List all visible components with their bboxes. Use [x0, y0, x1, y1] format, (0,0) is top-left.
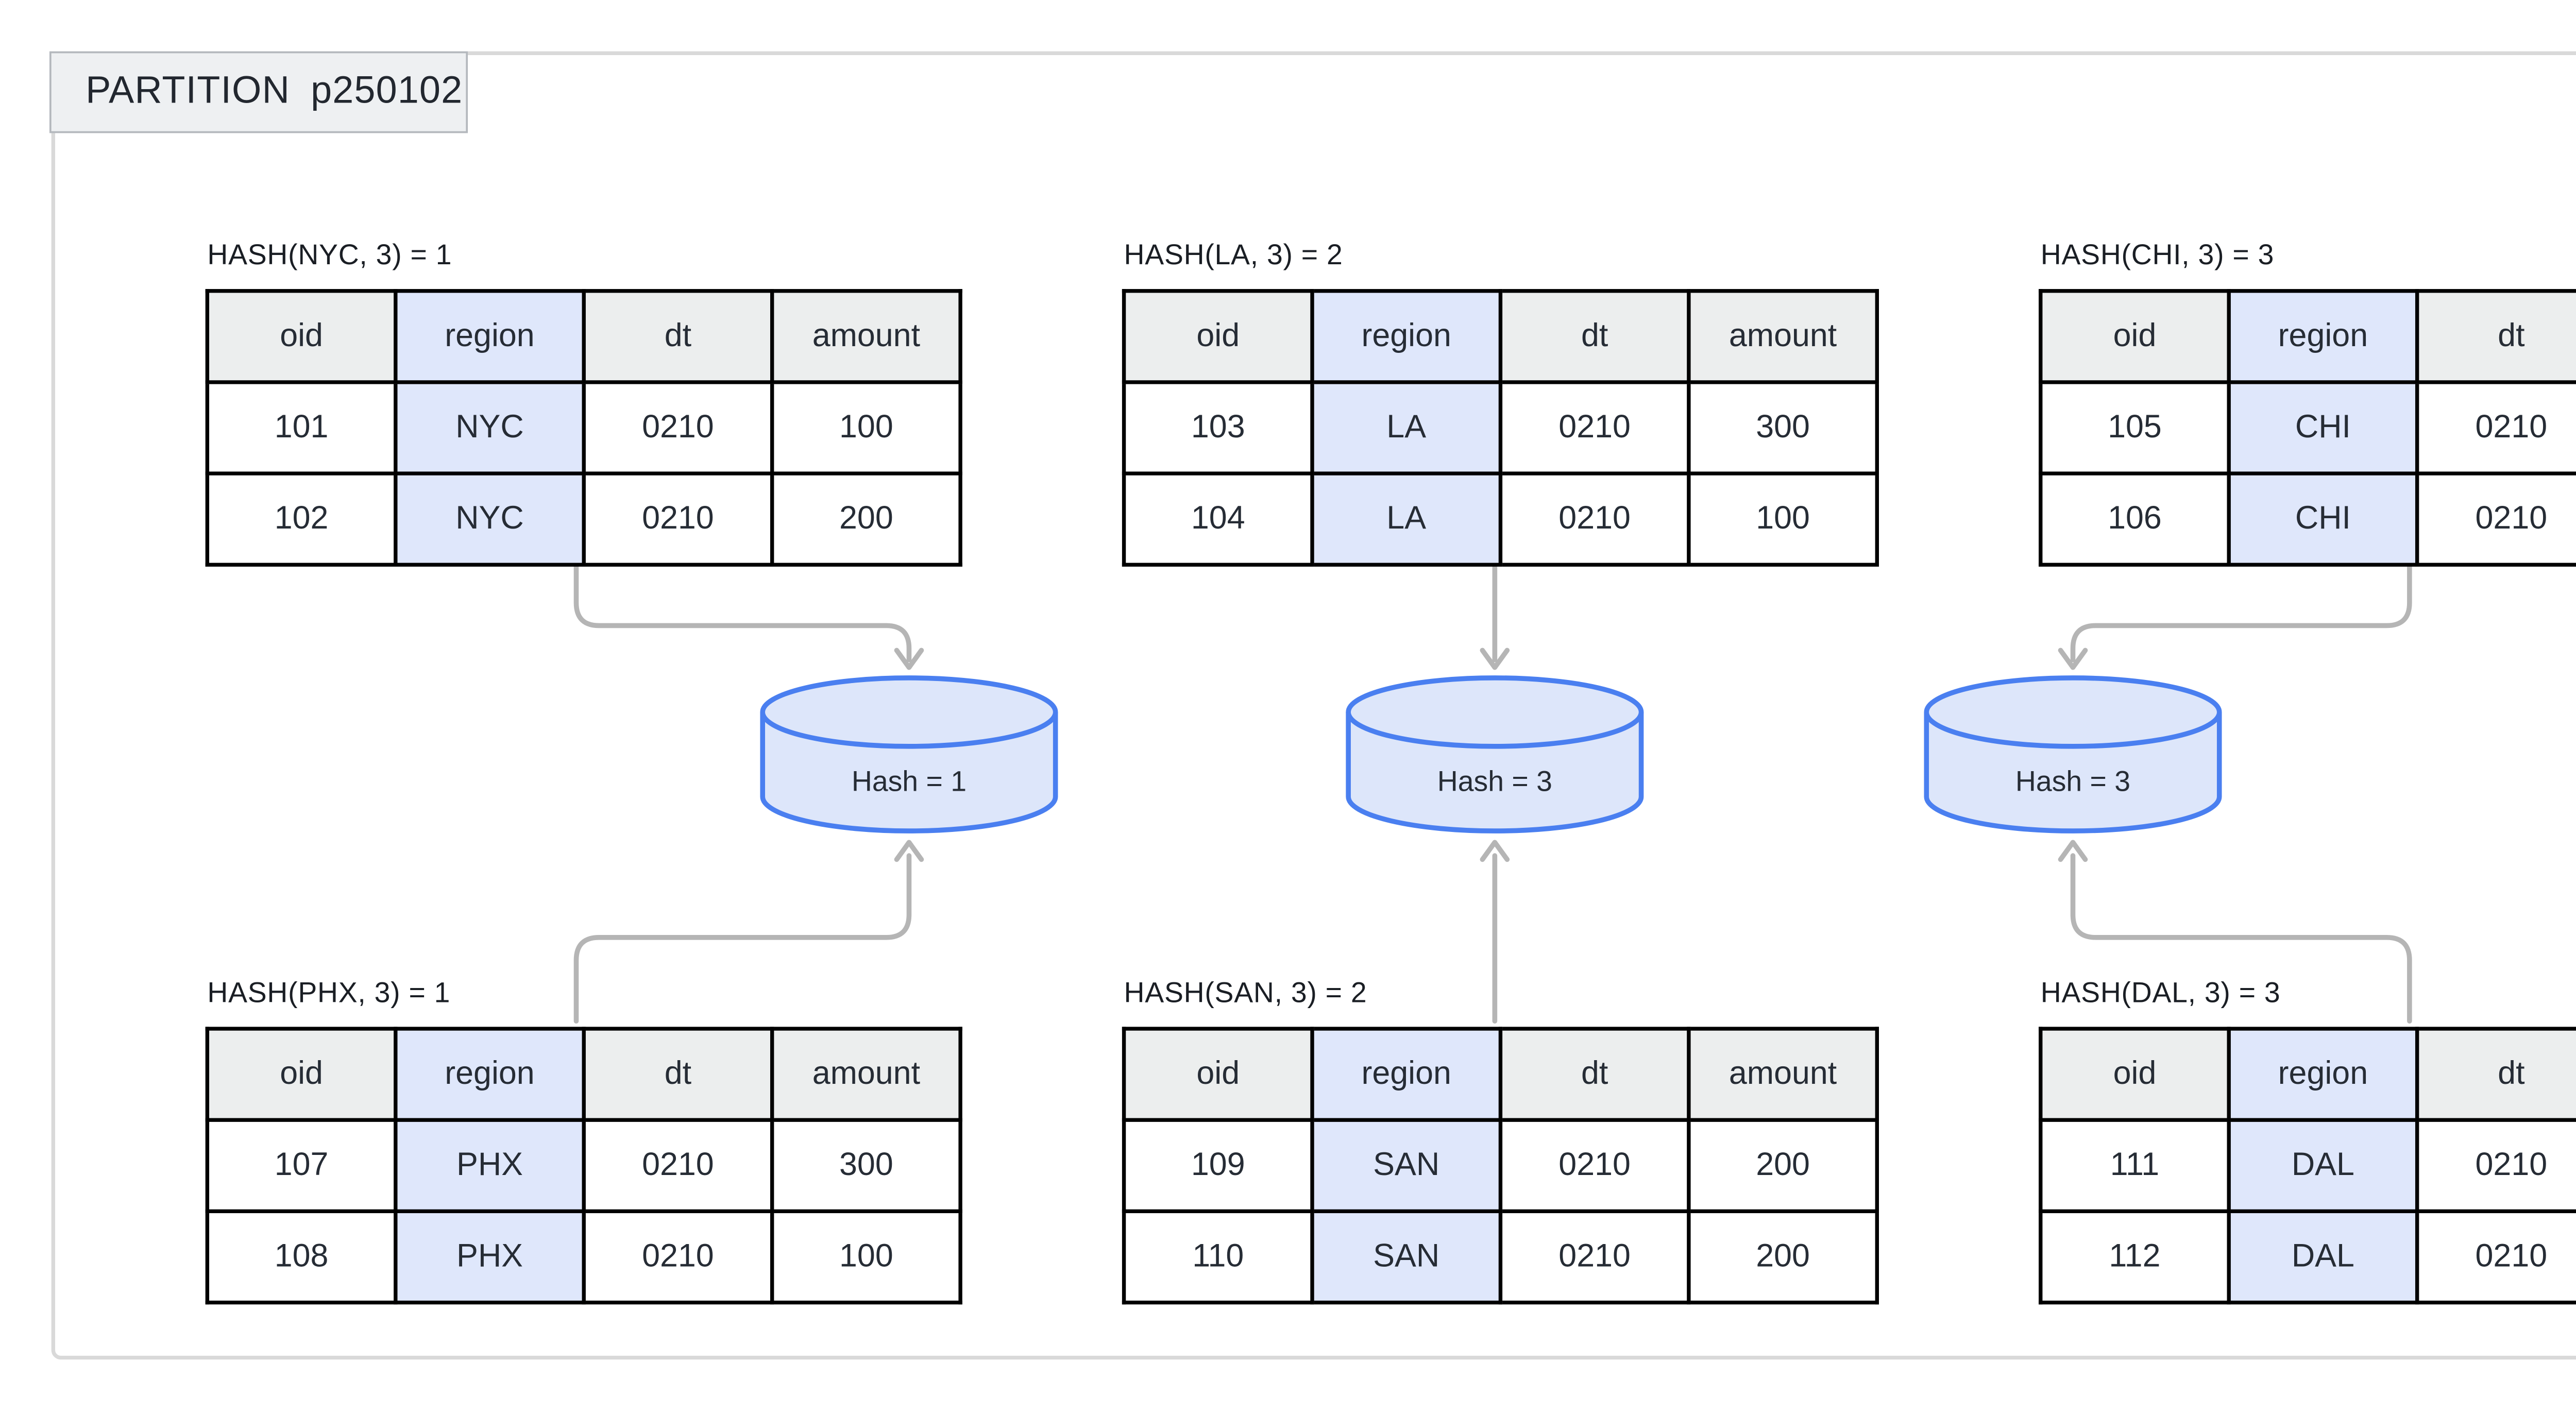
flow-arrow-chi	[2058, 554, 2412, 670]
hash-formula-label-phx: HASH(PHX, 3) = 1	[207, 977, 451, 1010]
table-cell: CHI	[2227, 471, 2419, 567]
table-cell: 200	[1687, 1209, 1879, 1305]
column-header-cell: oid	[1122, 1027, 1314, 1122]
table-cell: 0210	[2415, 1209, 2576, 1305]
column-header-cell: region	[394, 289, 586, 384]
hash-table-la: oid region dt amount 103 LA 0210 300 104…	[1122, 289, 1879, 567]
table-cell: 102	[205, 471, 398, 567]
column-header-cell: amount	[1687, 289, 1879, 384]
table-cell: 300	[1687, 380, 1879, 475]
column-header-cell: region	[394, 1027, 586, 1122]
table-cell: 0210	[2415, 380, 2576, 475]
table-cell: 0210	[1498, 1118, 1691, 1214]
table-cell: 0210	[1498, 1209, 1691, 1305]
table-cell: SAN	[1310, 1118, 1503, 1214]
table-cell: 108	[205, 1209, 398, 1305]
database-cylinder-icon-hash2	[1346, 675, 1644, 833]
table-cell: PHX	[394, 1118, 586, 1214]
cylinder-label-1: Hash = 1	[851, 766, 967, 799]
column-header-cell: dt	[1498, 1027, 1691, 1122]
table-cell: 104	[1122, 471, 1314, 567]
table-cell: 103	[1122, 380, 1314, 475]
table-cell: 0210	[2415, 1118, 2576, 1214]
table-cell: CHI	[2227, 380, 2419, 475]
column-header-cell: dt	[1498, 289, 1691, 384]
table-cell: 105	[2039, 380, 2231, 475]
hash-formula-label-chi: HASH(CHI, 3) = 3	[2040, 240, 2275, 272]
table-cell: 0210	[582, 1209, 774, 1305]
hash-table-chi: oid region dt amount 105 CHI 0210 200 10…	[2039, 289, 2576, 567]
cylinder-label-2: Hash = 3	[1437, 766, 1552, 799]
database-cylinder-icon-hash1	[760, 675, 1058, 833]
flow-arrow-phx	[573, 840, 924, 1024]
column-header-cell: region	[2227, 289, 2419, 384]
column-header-cell: region	[2227, 1027, 2419, 1122]
table-cell: 300	[770, 1118, 962, 1214]
table-cell: 107	[205, 1118, 398, 1214]
table-cell: 0210	[582, 471, 774, 567]
column-header-cell: amount	[1687, 1027, 1879, 1122]
table-cell: 106	[2039, 471, 2231, 567]
table-cell: 0210	[582, 380, 774, 475]
table-cell: 0210	[582, 1118, 774, 1214]
hash-table-phx: oid region dt amount 107 PHX 0210 300 10…	[205, 1027, 962, 1305]
column-header-cell: oid	[1122, 289, 1314, 384]
column-header-cell: dt	[2415, 1027, 2576, 1122]
hash-formula-label-nyc: HASH(NYC, 3) = 1	[207, 240, 452, 272]
flow-arrow-san	[1480, 840, 1510, 1024]
hash-formula-label-dal: HASH(DAL, 3) = 3	[2040, 977, 2281, 1010]
table-cell: 200	[1687, 1118, 1879, 1214]
hash-table-san: oid region dt amount 109 SAN 0210 200 11…	[1122, 1027, 1879, 1305]
column-header-cell: dt	[582, 1027, 774, 1122]
table-cell: 200	[770, 471, 962, 567]
column-header-cell: oid	[2039, 1027, 2231, 1122]
flow-arrow-dal	[2058, 840, 2412, 1024]
table-cell: 109	[1122, 1118, 1314, 1214]
column-header-cell: region	[1310, 289, 1503, 384]
flow-arrow-nyc	[573, 554, 924, 670]
column-header-cell: dt	[2415, 289, 2576, 384]
hash-formula-label-la: HASH(LA, 3) = 2	[1124, 240, 1343, 272]
table-cell: 101	[205, 380, 398, 475]
flow-arrow-la	[1480, 554, 1510, 670]
column-header-cell: amount	[770, 1027, 962, 1122]
table-cell: 100	[770, 380, 962, 475]
database-cylinder-icon-hash3	[1924, 675, 2222, 833]
table-cell: NYC	[394, 380, 586, 475]
cylinder-label-3: Hash = 3	[2015, 766, 2131, 799]
hash-formula-label-san: HASH(SAN, 3) = 2	[1124, 977, 1367, 1010]
column-header-cell: region	[1310, 1027, 1503, 1122]
table-cell: LA	[1310, 471, 1503, 567]
partition-title: PARTITION p250102	[86, 70, 463, 112]
table-cell: NYC	[394, 471, 586, 567]
table-cell: 0210	[1498, 380, 1691, 475]
partition-title-box: PARTITION p250102	[49, 51, 468, 133]
table-cell: 110	[1122, 1209, 1314, 1305]
column-header-cell: oid	[205, 289, 398, 384]
table-cell: 112	[2039, 1209, 2231, 1305]
table-cell: DAL	[2227, 1209, 2419, 1305]
table-cell: PHX	[394, 1209, 586, 1305]
column-header-cell: oid	[205, 1027, 398, 1122]
table-cell: 100	[1687, 471, 1879, 567]
hash-table-nyc: oid region dt amount 101 NYC 0210 100 10…	[205, 289, 962, 567]
table-cell: 0210	[2415, 471, 2576, 567]
table-cell: 0210	[1498, 471, 1691, 567]
column-header-cell: amount	[770, 289, 962, 384]
table-cell: LA	[1310, 380, 1503, 475]
column-header-cell: dt	[582, 289, 774, 384]
table-cell: DAL	[2227, 1118, 2419, 1214]
column-header-cell: oid	[2039, 289, 2231, 384]
table-cell: SAN	[1310, 1209, 1503, 1305]
table-cell: 111	[2039, 1118, 2231, 1214]
hash-table-dal: oid region dt amount 111 DAL 0210 100 11…	[2039, 1027, 2576, 1305]
table-cell: 100	[770, 1209, 962, 1305]
